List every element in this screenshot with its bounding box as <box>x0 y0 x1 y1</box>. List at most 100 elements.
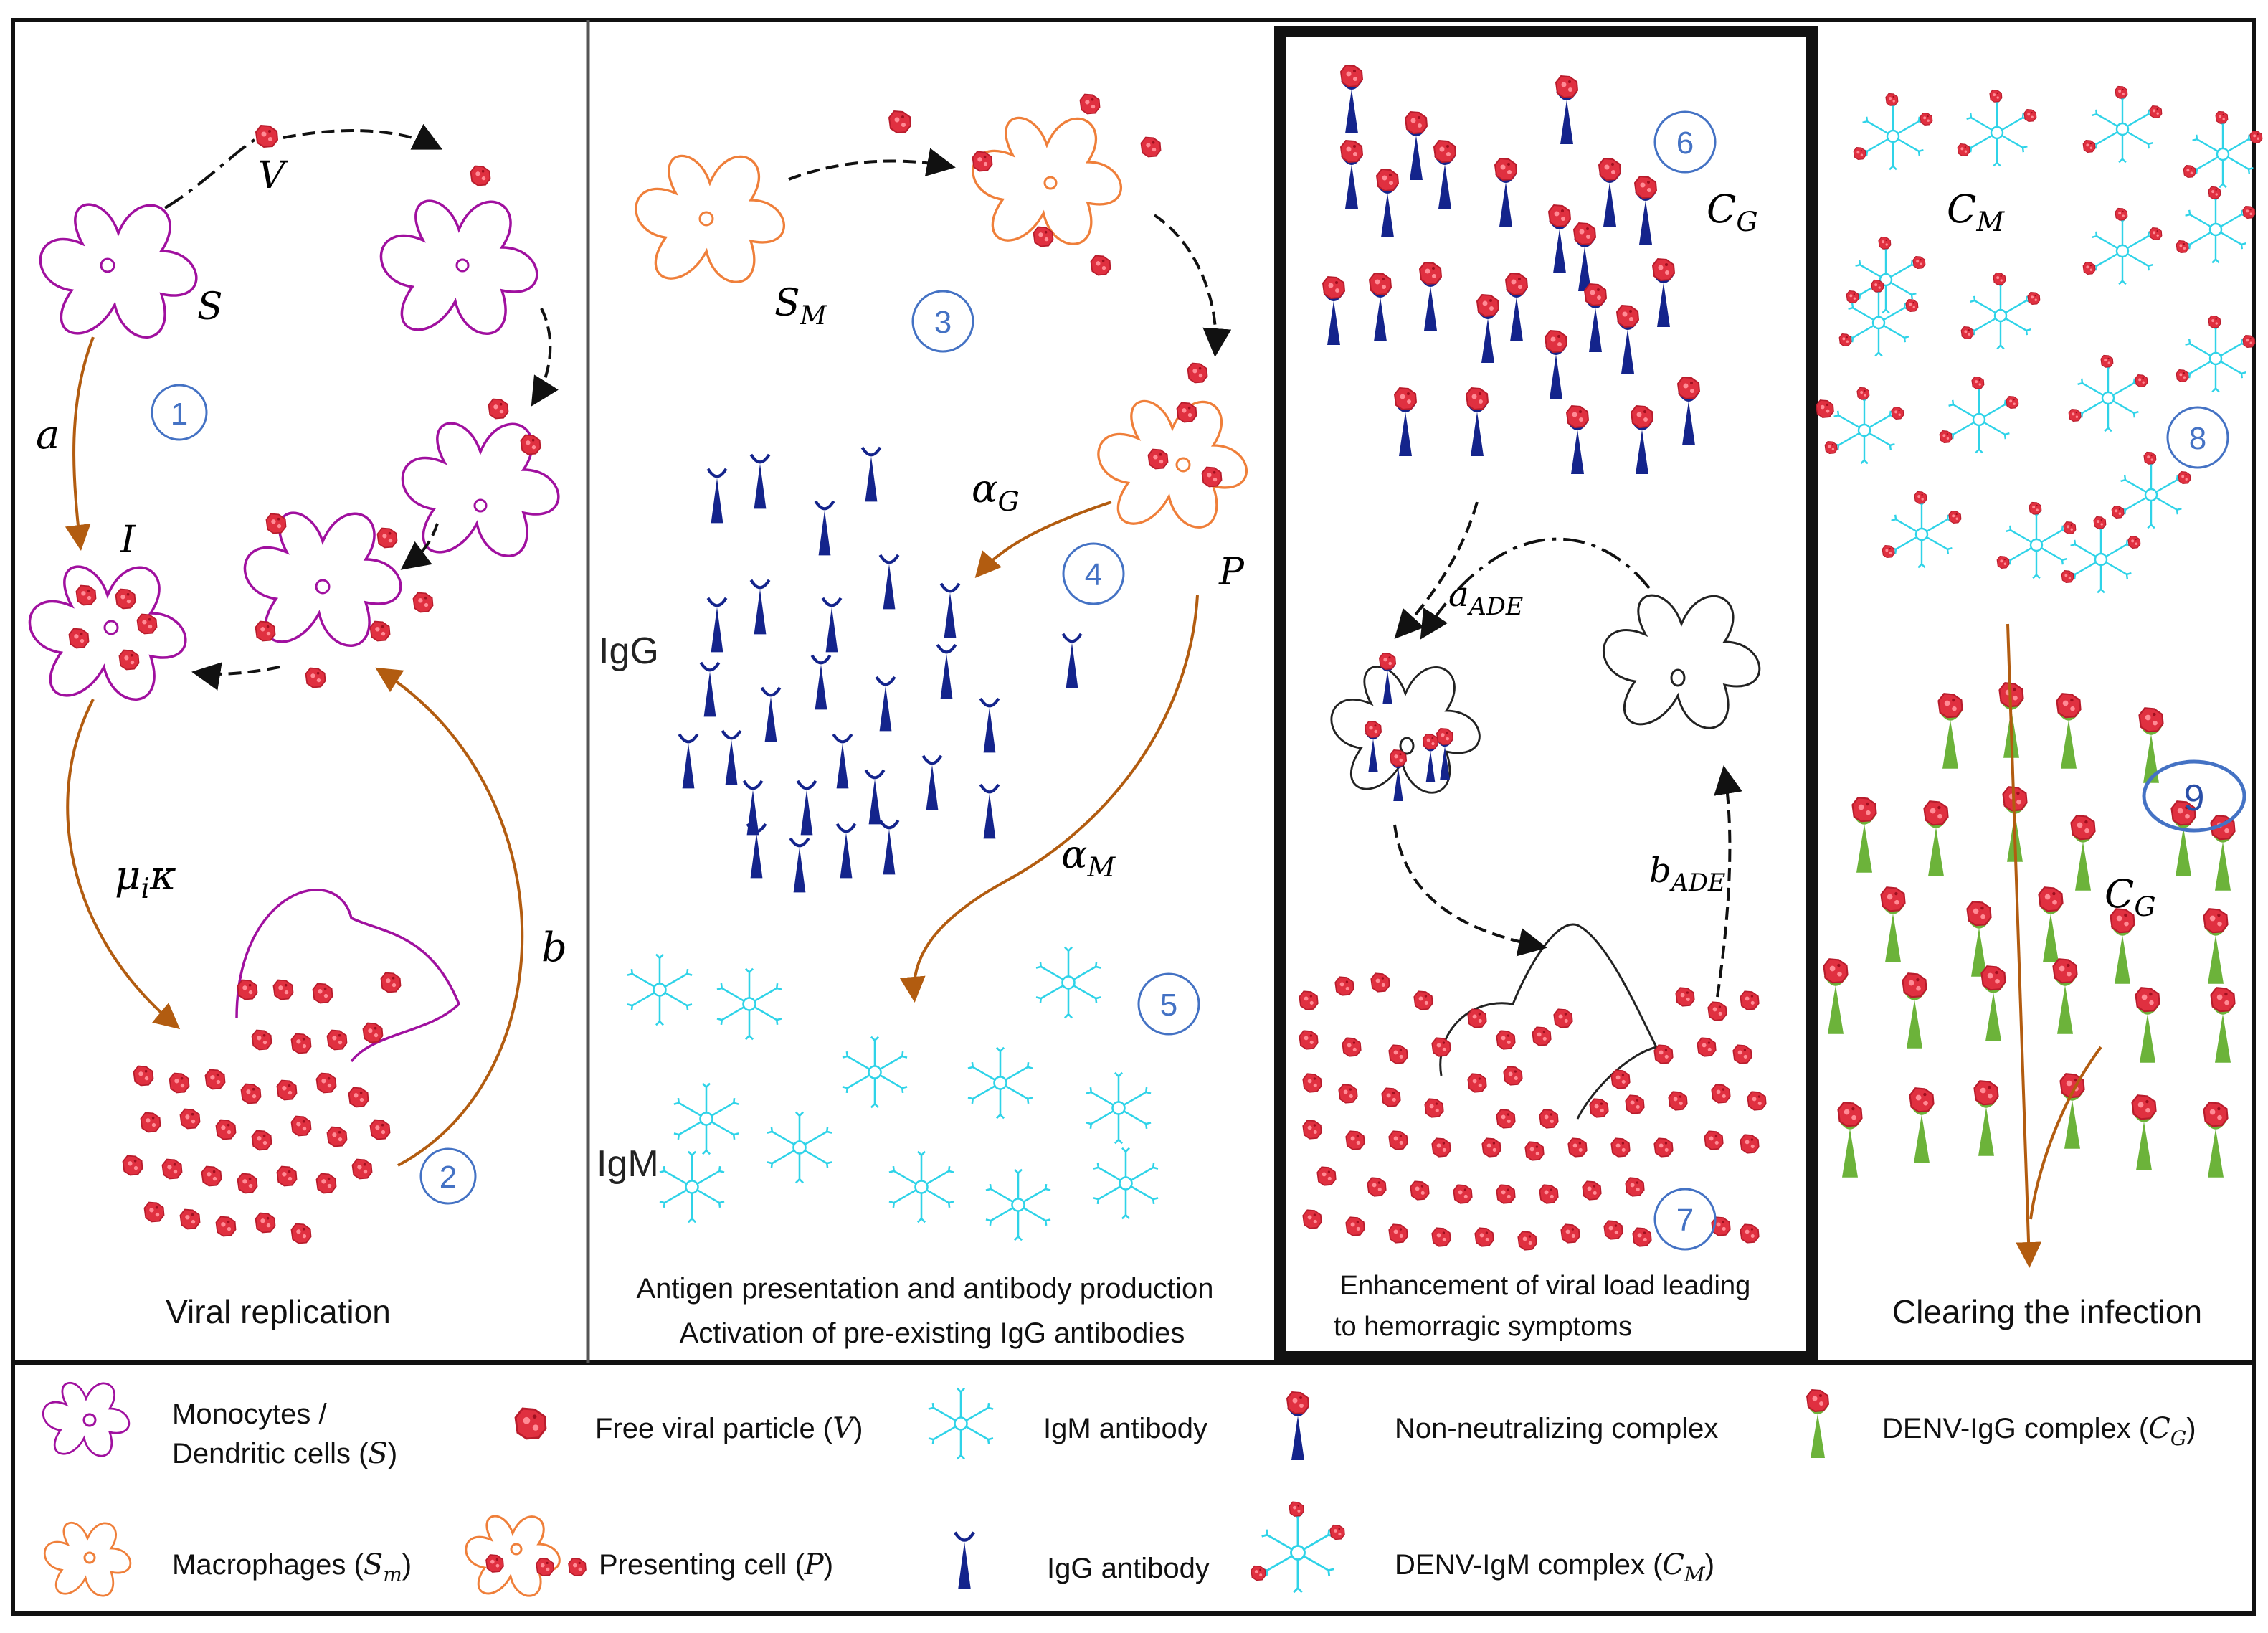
denv-igm-complex <box>2183 111 2262 187</box>
virus-particle <box>1553 1008 1573 1028</box>
step-badge-6 <box>1653 110 1717 174</box>
non-neutralizing-complex <box>1585 284 1606 352</box>
denv-igg-complex <box>2204 1102 2228 1178</box>
virus-particle <box>1582 1180 1602 1201</box>
igg-antibody <box>941 584 959 638</box>
igm-antibody <box>766 1111 833 1184</box>
virus-particle <box>1467 1073 1487 1093</box>
igm-antibody <box>626 953 693 1026</box>
virus-particle <box>1431 1137 1451 1158</box>
virus-particle <box>315 1173 337 1194</box>
legend-igg: IgG antibody <box>955 1533 1210 1589</box>
igg-antibody <box>837 824 855 879</box>
label-P: P <box>1218 551 1245 594</box>
svg-text:Non-neutralizing complex: Non-neutralizing complex <box>1395 1413 1718 1444</box>
denv-igm-complex <box>1882 491 1961 567</box>
virus-particle <box>1496 1109 1516 1129</box>
non-neutralizing-complex <box>1466 388 1488 456</box>
legend-macrophages: Macrophages (Sm) <box>43 1521 412 1597</box>
virus-particle <box>161 1158 183 1180</box>
virus-particle <box>215 1216 237 1237</box>
caption-antigen-presentation: Antigen presentation and antibody produc… <box>636 1273 1213 1305</box>
virus-particle <box>1299 1030 1319 1050</box>
step-badge-3 <box>911 290 974 353</box>
virus-particle <box>1560 1223 1580 1244</box>
label-alphaG: αG <box>972 466 1020 517</box>
non-neutralizing-complex <box>1323 277 1344 345</box>
non-neutralizing-complex <box>1574 223 1595 291</box>
non-neutralizing-complex <box>1506 273 1527 341</box>
non-neutralizing-complex <box>1420 262 1441 331</box>
legend-presenting-cell: Presenting cell (P) <box>465 1515 833 1597</box>
non-neutralizing-complex <box>1678 377 1699 445</box>
non-neutralizing-complex <box>1635 176 1656 245</box>
virus-particle <box>326 1126 348 1147</box>
outer-frame <box>11 18 2256 1616</box>
denv-igg-complex <box>1882 887 1905 962</box>
denv-igm-complex <box>1961 273 2040 349</box>
label-CG-clearing: CG <box>2105 871 2156 922</box>
non-neutralizing-complex <box>1370 273 1391 341</box>
virus-particle <box>1413 990 1433 1010</box>
denv-igg-complex <box>2204 909 2228 984</box>
virus-particle <box>1668 1091 1688 1111</box>
denv-igm-complex <box>1997 502 2076 578</box>
denv-igg-complex <box>2136 988 2160 1063</box>
denv-igg-complex <box>2072 815 2095 891</box>
denv-igg-complex <box>1975 1081 1998 1156</box>
svg-text:8: 8 <box>2189 421 2206 456</box>
igm-antibody <box>1085 1071 1152 1145</box>
label-mu-kappa: μiκ <box>115 853 176 905</box>
virus-particle <box>1381 1087 1401 1107</box>
label-CG: CG <box>1707 186 1758 237</box>
non-neutralizing-complex <box>1549 205 1570 273</box>
virus-particle <box>1603 1220 1623 1240</box>
non-neutralizing-complex <box>1495 158 1517 227</box>
virus-particle <box>315 1072 337 1094</box>
step-badge-1 <box>151 384 208 441</box>
virus-particle <box>1517 1231 1537 1251</box>
denv-igg-complex <box>2054 959 2077 1034</box>
virus-particle <box>362 1022 384 1043</box>
igm-antibody <box>967 1046 1034 1120</box>
igg-antibody <box>923 756 941 810</box>
denv-igg-complex <box>1982 966 2006 1041</box>
denv-igg-complex <box>1910 1088 1934 1163</box>
virus-particle <box>369 1119 391 1140</box>
igg-antibody <box>790 838 808 893</box>
denv-igg-complex <box>1838 1102 1862 1178</box>
virus-particle <box>1424 1098 1444 1118</box>
virus-particle <box>1697 1037 1717 1057</box>
virus-particle <box>140 1112 161 1133</box>
igm-antibody <box>1092 1147 1159 1220</box>
svg-text:9: 9 <box>2184 777 2205 819</box>
virus-particle <box>1370 972 1390 993</box>
panel-viral-replication: V S a I μiκ b 1 2 Viral replication <box>28 123 567 1330</box>
virus-particle <box>348 1087 369 1108</box>
igg-antibody <box>679 734 697 789</box>
panel-ade-enhancement: CG aADE bADE 6 7 Enhancement of viral lo… <box>1299 65 1767 1342</box>
panel-antibody-production: SM αG P αM IgG IgM 3 4 5 Antigen present… <box>597 93 1248 1349</box>
igg-antibody <box>761 688 779 742</box>
igm-antibody-field <box>626 946 1159 1241</box>
denv-igg-complex <box>1824 959 1848 1034</box>
denv-igm-complex <box>2069 355 2148 431</box>
igm-antibody <box>673 1082 740 1155</box>
caption-hemorragic: to hemorragic symptoms <box>1334 1312 1632 1342</box>
igm-antibody <box>841 1036 908 1109</box>
virus-particle <box>1653 1044 1674 1064</box>
virus-particle <box>1299 990 1319 1010</box>
non-neutralizing-complex <box>1477 295 1499 363</box>
virus-particle <box>326 1029 348 1051</box>
virus-particle <box>1302 1120 1322 1140</box>
susceptible-cell <box>39 203 198 339</box>
virus-particle <box>1625 1177 1645 1197</box>
virus-particle <box>1503 1066 1523 1086</box>
svg-text:2: 2 <box>440 1160 457 1195</box>
macrophage-cell <box>635 154 786 283</box>
virus-particle <box>237 1173 258 1194</box>
svg-text:Presenting cell (P): Presenting cell (P) <box>599 1548 833 1581</box>
label-aADE: aADE <box>1448 574 1523 620</box>
